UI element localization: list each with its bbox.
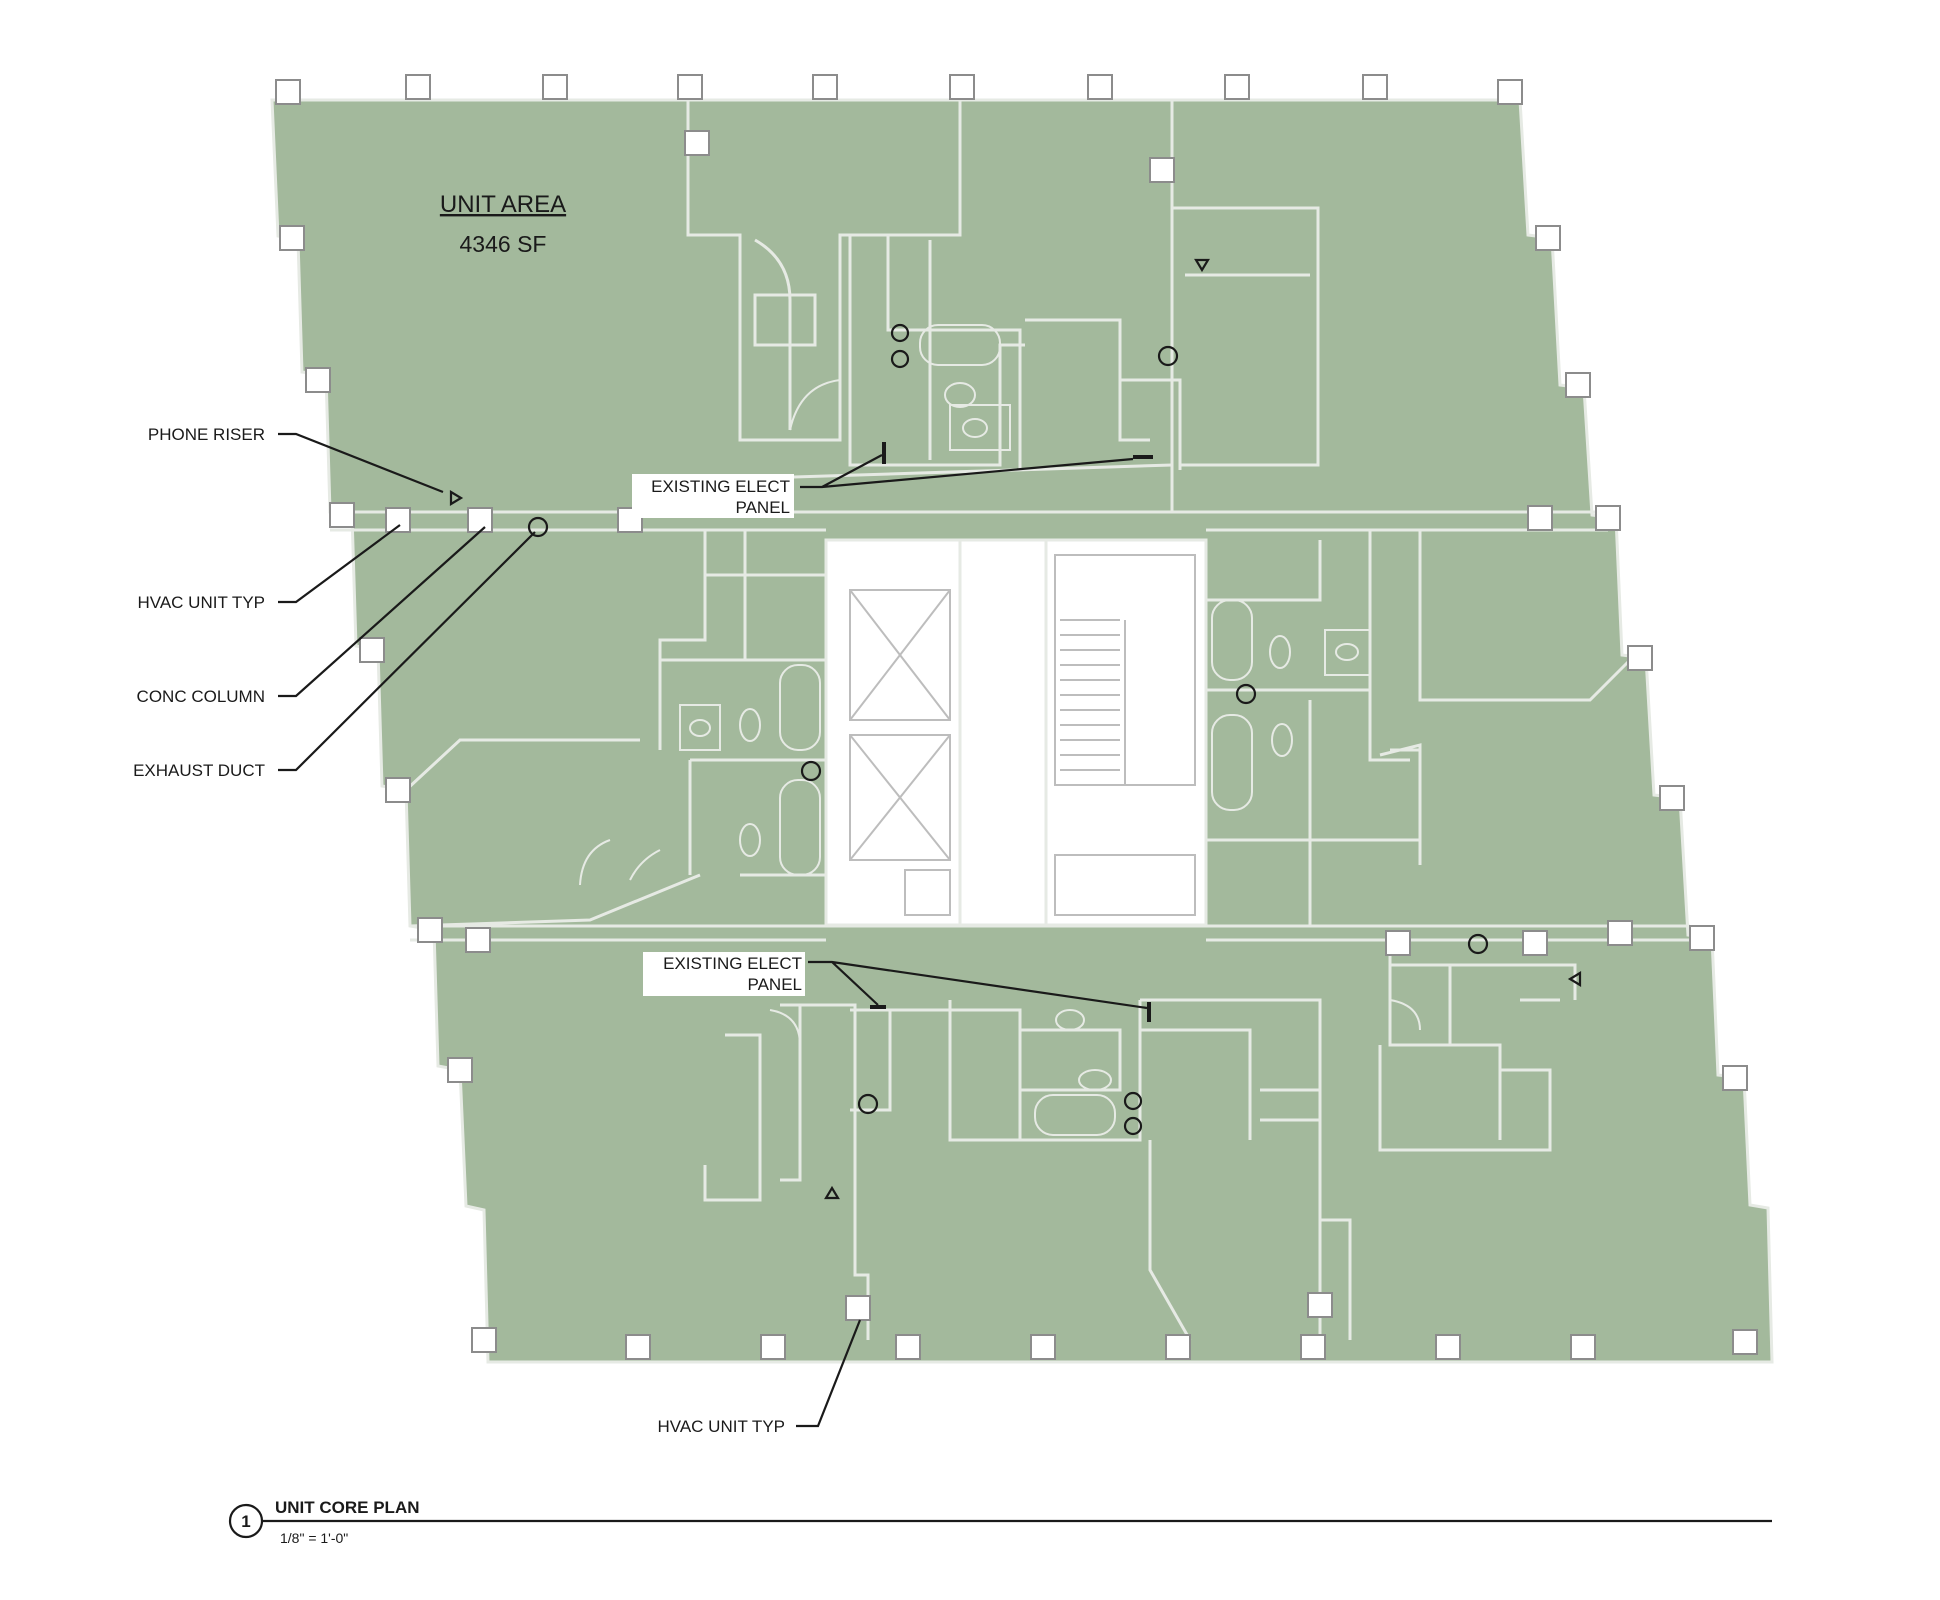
- column-icon: [1224, 74, 1250, 100]
- exhaust-duct-icon: [527, 323, 1489, 1136]
- sink-icon: [679, 404, 1371, 1031]
- callout-conc-column: CONC COLUMN: [137, 687, 265, 706]
- column-icon: [385, 777, 411, 803]
- column-icon: [1627, 645, 1653, 671]
- column-icon: [1659, 785, 1685, 811]
- column-icon: [275, 79, 301, 105]
- column-icon: [385, 507, 411, 533]
- column-icon: [447, 1057, 473, 1083]
- stair-icon: [1054, 554, 1196, 916]
- column-icon: [1030, 1334, 1056, 1360]
- column-icon: [1300, 1334, 1326, 1360]
- column-icon: [1595, 505, 1621, 531]
- drawing-scale: 1/8" = 1'-0": [280, 1530, 348, 1546]
- callout-elect-panel-top-line1: EXISTING ELECT: [651, 477, 790, 496]
- column-icon: [359, 637, 385, 663]
- column-icon: [1087, 74, 1113, 100]
- column-icon: [1362, 74, 1388, 100]
- elect-panel-icon: [870, 442, 1153, 1022]
- column-icon: [812, 74, 838, 100]
- elevator-stair-core: [824, 538, 1208, 927]
- callout-elect-panel-bottom-line1: EXISTING ELECT: [663, 954, 802, 973]
- column-icon: [417, 917, 443, 943]
- column-icon: [1570, 1334, 1596, 1360]
- column-icon: [542, 74, 568, 100]
- bathtub-icon: [779, 324, 1253, 1136]
- column-icon: [1435, 1334, 1461, 1360]
- column-icon: [305, 367, 331, 393]
- door-swing-icon: [579, 379, 1421, 1046]
- column-icon: [1535, 225, 1561, 251]
- column-icon: [1732, 1329, 1758, 1355]
- leader-phone-riser: [278, 432, 444, 494]
- column-icon: [471, 1327, 497, 1353]
- column-icon: [467, 507, 493, 533]
- leader-hvac-unit-left: [278, 524, 401, 604]
- column-icon: [329, 502, 355, 528]
- column-icon: [1385, 930, 1411, 956]
- toilet-icon: [739, 382, 1293, 1091]
- column-icon: [1607, 920, 1633, 946]
- column-icon: [1307, 1292, 1333, 1318]
- callout-hvac-unit-bottom: HVAC UNIT TYP: [657, 1417, 785, 1436]
- drawing-number: 1: [241, 1512, 250, 1531]
- callout-exhaust-duct: EXHAUST DUCT: [133, 761, 265, 780]
- columns-group: [275, 74, 1758, 1360]
- column-icon: [845, 1295, 871, 1321]
- column-icon: [465, 927, 491, 953]
- drawing-title: UNIT CORE PLAN: [275, 1498, 420, 1517]
- column-icon: [625, 1334, 651, 1360]
- column-icon: [677, 74, 703, 100]
- callout-elect-panel-top-line2: PANEL: [736, 498, 791, 517]
- phone-riser-icon: [449, 258, 1582, 1200]
- leader-conc-column: [278, 526, 486, 698]
- unit-area-value: 4346 SF: [460, 231, 547, 257]
- column-icon: [684, 130, 710, 156]
- column-icon: [1149, 157, 1175, 183]
- column-icon: [760, 1334, 786, 1360]
- column-icon: [1565, 372, 1591, 398]
- column-icon: [949, 74, 975, 100]
- leader-elect-panel-bottom: [808, 960, 1148, 1010]
- column-icon: [279, 225, 305, 251]
- column-icon: [1165, 1334, 1191, 1360]
- column-icon: [1522, 930, 1548, 956]
- leader-hvac-unit-bottom: [796, 1319, 862, 1428]
- leader-elect-panel-top: [800, 454, 1134, 489]
- leader-exhaust-duct: [278, 531, 536, 772]
- callout-hvac-unit-left: HVAC UNIT TYP: [137, 593, 265, 612]
- unit-area-label: UNIT AREA: [440, 191, 566, 218]
- column-icon: [405, 74, 431, 100]
- column-icon: [1722, 1065, 1748, 1091]
- column-icon: [1527, 505, 1553, 531]
- column-icon: [895, 1334, 921, 1360]
- column-icon: [1497, 79, 1523, 105]
- elevator-icon: [849, 589, 951, 916]
- callout-elect-panel-bottom-line2: PANEL: [748, 975, 803, 994]
- column-icon: [1689, 925, 1715, 951]
- callout-phone-riser: PHONE RISER: [148, 425, 265, 444]
